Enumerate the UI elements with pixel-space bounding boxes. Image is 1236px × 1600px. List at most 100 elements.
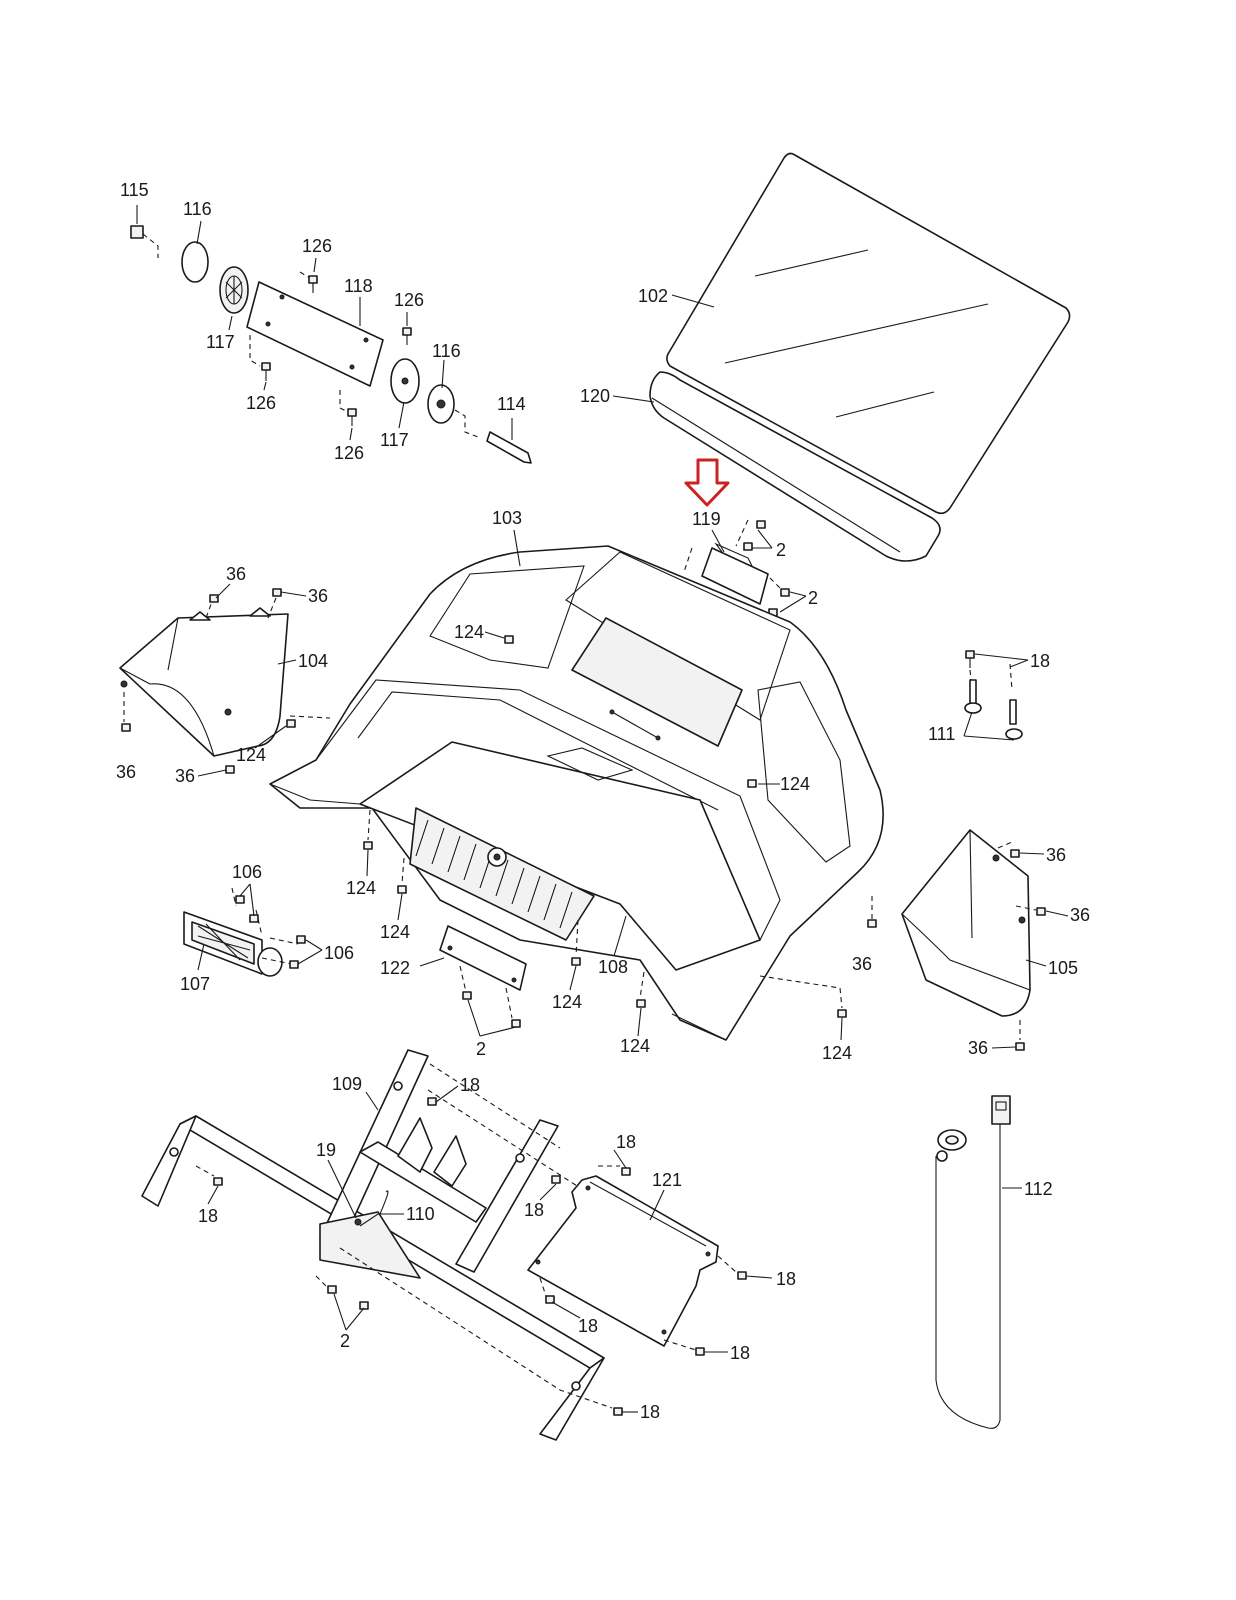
right-bin-105 <box>747 779 1046 1051</box>
callout-18: 18 <box>776 1269 796 1289</box>
callout-116: 116 <box>432 341 461 361</box>
screw-126-b <box>402 327 412 336</box>
plate-122 <box>363 809 646 1028</box>
bracket-119 <box>683 519 790 617</box>
callout-124: 124 <box>822 1043 852 1063</box>
screw-126-c <box>261 362 271 371</box>
screw-124-d <box>363 841 373 850</box>
callout-2: 2 <box>476 1039 486 1059</box>
callout-36: 36 <box>852 954 872 974</box>
pulley-bracket-assembly <box>130 225 532 464</box>
callout-108: 108 <box>598 957 628 977</box>
callout-18: 18 <box>730 1343 750 1363</box>
screw-36-f <box>1036 907 1046 916</box>
screw-18-g <box>545 1295 555 1304</box>
callout-117: 117 <box>380 430 409 450</box>
callout-103: 103 <box>492 508 522 528</box>
frame-bracket <box>319 1211 421 1279</box>
screw-18-h <box>695 1347 705 1356</box>
callout-115: 115 <box>120 180 149 200</box>
plate-121 <box>527 1165 737 1351</box>
display-recess <box>571 617 743 747</box>
screw-18-b <box>427 1097 437 1106</box>
callout-124: 124 <box>620 1036 650 1056</box>
screw-2-c <box>780 588 790 597</box>
console-housing <box>269 545 884 1041</box>
screw-36-h <box>1015 1042 1025 1051</box>
callout-36: 36 <box>1070 905 1090 925</box>
callout-36: 36 <box>116 762 136 782</box>
callout-labels: 115 116 126 118 126 117 126 116 114 117 … <box>116 180 1090 1422</box>
callout-119: 119 <box>692 509 721 529</box>
frame-upright-right <box>455 1119 559 1273</box>
callout-124: 124 <box>780 774 810 794</box>
frame-109 <box>141 1049 631 1441</box>
callout-124: 124 <box>552 992 582 1012</box>
key-set-111 <box>964 650 1023 740</box>
frame-left-leg <box>141 1115 197 1207</box>
callout-109: 109 <box>332 1074 362 1094</box>
callout-124: 124 <box>454 622 484 642</box>
frame-screws <box>213 1097 747 1416</box>
screw-124-a <box>286 719 296 728</box>
screw-36-d <box>225 765 235 774</box>
screw-36-e <box>1010 849 1020 858</box>
left-window <box>429 565 585 669</box>
callout-18: 18 <box>1030 651 1050 671</box>
screw-106-a <box>235 895 245 904</box>
callout-2: 2 <box>776 540 786 560</box>
callout-18: 18 <box>578 1316 598 1336</box>
screw-2-h <box>359 1301 369 1310</box>
callout-36: 36 <box>968 1038 988 1058</box>
screw-36-a <box>209 594 219 603</box>
callout-111: 111 <box>928 724 955 744</box>
callout-36: 36 <box>1046 845 1066 865</box>
callout-122: 122 <box>380 958 410 978</box>
callout-18: 18 <box>460 1075 480 1095</box>
screw-124-c <box>747 779 757 788</box>
callout-18: 18 <box>640 1402 660 1422</box>
trim-120 <box>649 371 941 562</box>
callout-36: 36 <box>175 766 195 786</box>
shroud-108 <box>359 741 761 971</box>
callout-126: 126 <box>334 443 364 463</box>
callout-124: 124 <box>380 922 410 942</box>
screw-18-e <box>551 1175 561 1184</box>
callout-110: 110 <box>406 1204 435 1224</box>
callout-116: 116 <box>183 199 212 219</box>
callout-107: 107 <box>180 974 210 994</box>
callout-121: 121 <box>652 1170 682 1190</box>
callout-18: 18 <box>616 1132 636 1152</box>
red-down-arrow-icon <box>684 458 730 507</box>
screw-126-a <box>308 275 318 284</box>
frame-right-leg <box>539 1357 605 1441</box>
callout-104: 104 <box>298 651 328 671</box>
screw-18-c <box>213 1177 223 1186</box>
safety-key-112 <box>935 1095 1011 1429</box>
console-glass-group <box>649 152 1071 562</box>
screw-124-e <box>397 885 407 894</box>
callout-124: 124 <box>346 878 376 898</box>
callout-120: 120 <box>580 386 610 406</box>
callout-126: 126 <box>394 290 424 310</box>
callout-36: 36 <box>308 586 328 606</box>
screw-36-b <box>272 588 282 597</box>
screw-106-b <box>249 914 259 923</box>
callout-105: 105 <box>1048 958 1078 978</box>
screw-2-f <box>511 1019 521 1028</box>
disc-116 <box>181 241 209 283</box>
right-window <box>757 681 851 863</box>
screw-124-g <box>636 999 646 1008</box>
callout-126: 126 <box>302 236 332 256</box>
screw-18-i <box>613 1407 623 1416</box>
screw-18-d <box>621 1167 631 1176</box>
plate-118 <box>246 281 384 387</box>
fan-107 <box>183 887 306 977</box>
callout-36: 36 <box>226 564 246 584</box>
top-slot <box>546 747 634 781</box>
leader-lines <box>136 205 1069 1413</box>
callout-19: 19 <box>316 1140 336 1160</box>
screw-126-d <box>347 408 357 417</box>
screw-2-g <box>327 1285 337 1294</box>
